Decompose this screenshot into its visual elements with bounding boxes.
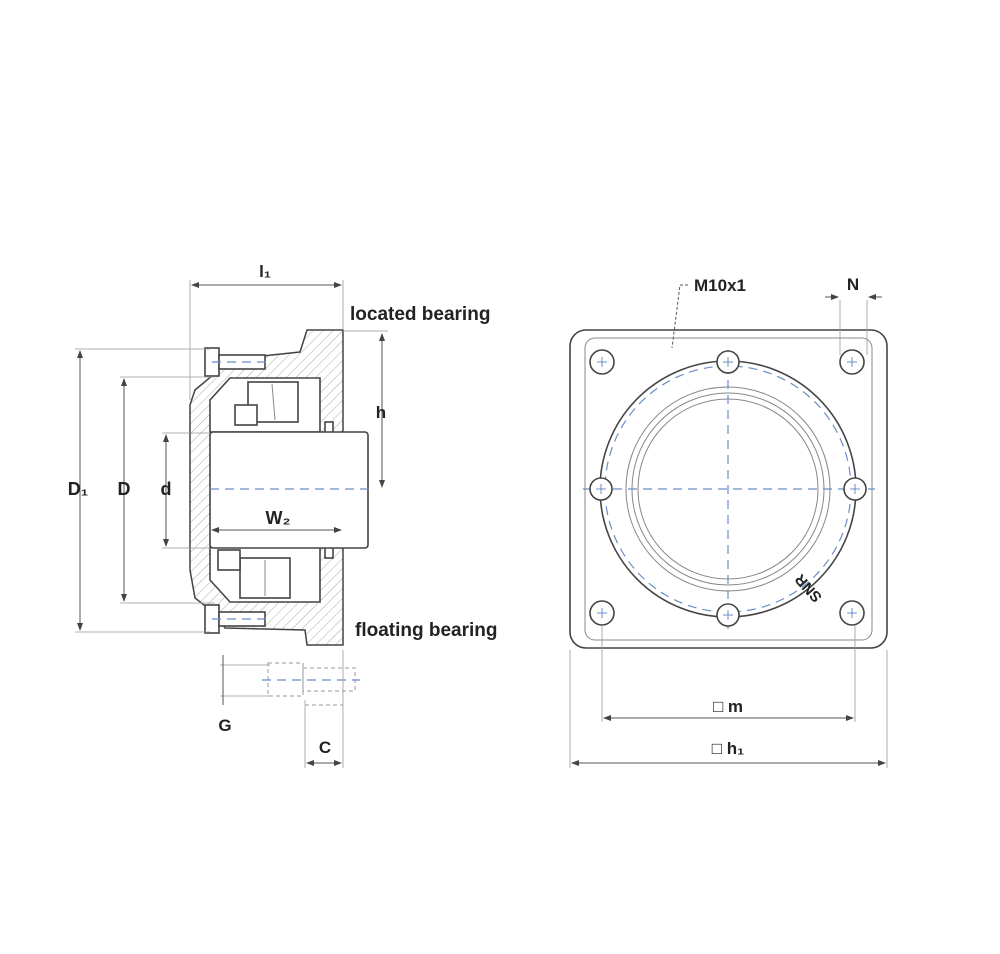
- thread-leader: [671, 284, 688, 349]
- dim-h1-label: □ h₁: [712, 739, 744, 758]
- floating-bearing-label: floating bearing: [355, 620, 498, 641]
- shaft: [209, 431, 369, 549]
- dim-l1-label: l₁: [259, 262, 271, 281]
- dim-D1-label: D₁: [68, 479, 88, 499]
- thread-label: M10x1: [694, 276, 746, 295]
- side-view: l₁ located bearing floating bearing h D₁…: [68, 262, 498, 768]
- roller-upper: [234, 381, 299, 426]
- dim-N-label: N: [847, 275, 859, 294]
- dim-C-label: C: [319, 738, 331, 757]
- grease-nipple: [267, 662, 356, 706]
- located-bearing-label: located bearing: [350, 304, 490, 325]
- roller-lower: [217, 549, 291, 599]
- front-view: SNR M10x1 N □ m □ h₁: [569, 275, 888, 768]
- dim-d-label: d: [161, 479, 172, 499]
- dim-W2-label: W₂: [266, 508, 291, 528]
- dim-h-label: h: [376, 403, 386, 422]
- dim-D-label: D: [118, 479, 131, 499]
- hole-center-marks: [596, 357, 860, 620]
- dim-m-label: □ m: [713, 697, 743, 716]
- dim-G-label: G: [218, 716, 231, 735]
